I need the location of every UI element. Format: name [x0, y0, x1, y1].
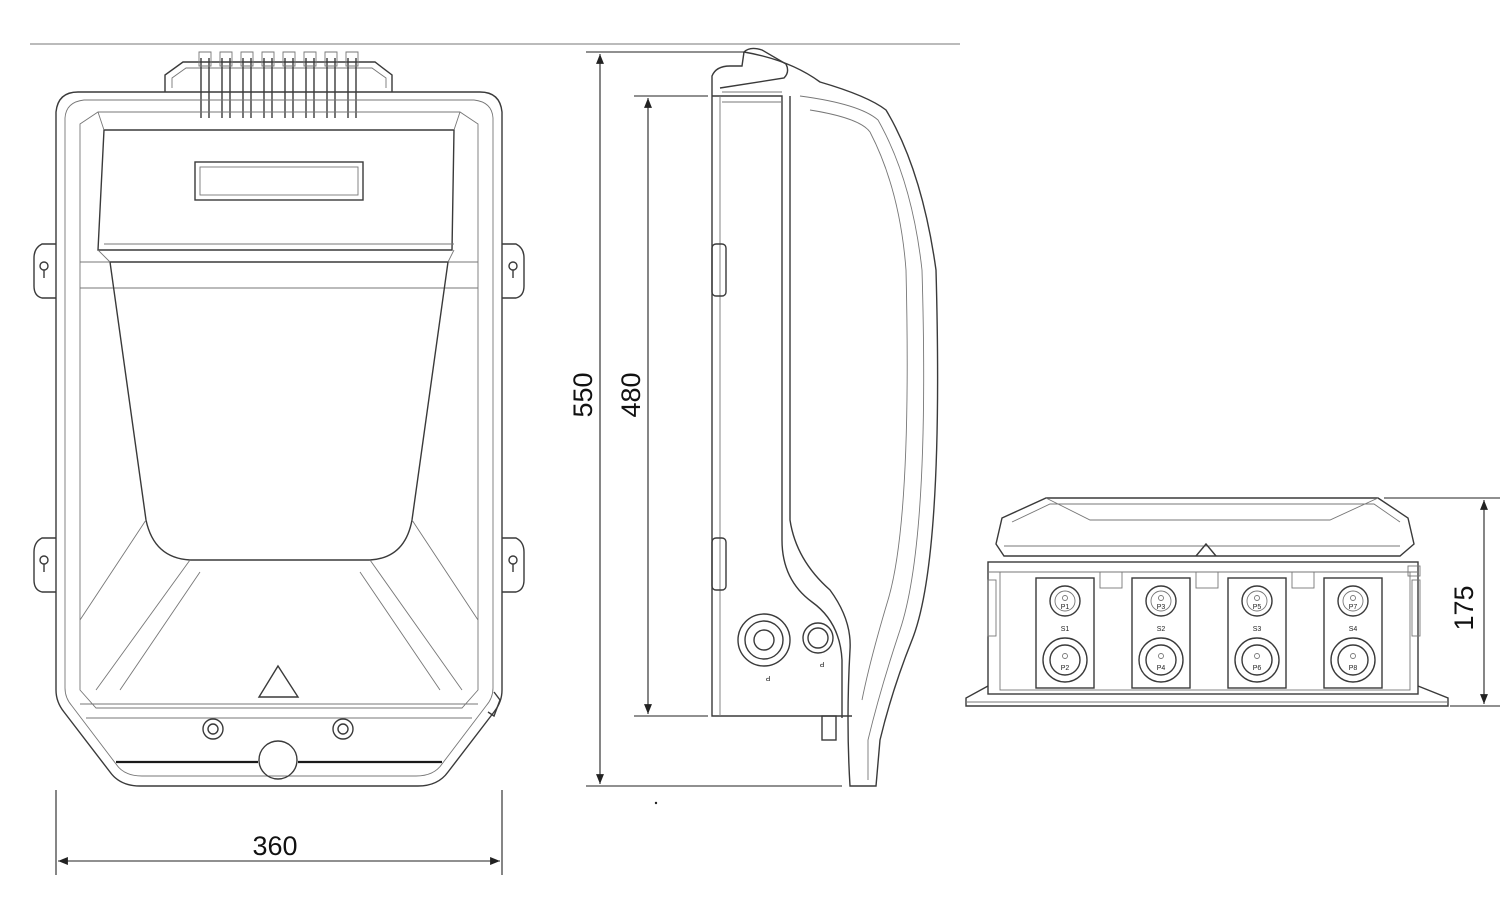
warning-triangle-icon	[257, 664, 300, 698]
lock-knob	[258, 740, 298, 780]
slot-label: S1	[1061, 626, 1070, 633]
port-label: P1	[1061, 604, 1070, 611]
front-view: 360	[30, 43, 960, 875]
depth-dimension-label: 175	[1449, 585, 1479, 630]
port-label: P4	[1157, 665, 1166, 672]
label-window	[194, 161, 364, 201]
mounting-lugs	[33, 243, 525, 718]
side-port-label-1: P	[765, 674, 770, 681]
depth-dimension: 175	[1384, 497, 1500, 707]
width-dimension: 360	[55, 790, 503, 875]
slot-label: S2	[1157, 626, 1166, 633]
comb-tooth	[326, 58, 336, 118]
comb-tooth	[347, 58, 357, 118]
comb-tooth	[200, 58, 210, 118]
cable-comb	[164, 51, 393, 118]
side-port-small	[802, 622, 834, 654]
height-body-label: 480	[616, 372, 646, 417]
width-dimension-label: 360	[252, 831, 297, 861]
port-label: P6	[1253, 665, 1262, 672]
side-lid-outline	[743, 51, 939, 787]
height-total-dimension: 550	[568, 51, 842, 787]
comb-tooth	[305, 58, 315, 118]
front-outer-body	[55, 91, 503, 787]
port-label: P3	[1157, 604, 1166, 611]
height-total-label: 550	[568, 372, 598, 417]
port-label: P7	[1349, 604, 1358, 611]
comb-tooth	[242, 58, 252, 118]
slot-label: S3	[1253, 626, 1262, 633]
side-view: P P 550 480	[568, 47, 939, 805]
slot-label: S4	[1349, 626, 1358, 633]
side-port-label-2: P	[819, 660, 824, 667]
height-body-dimension: 480	[616, 95, 708, 717]
comb-tooth	[263, 58, 273, 118]
port-label: P2	[1061, 665, 1070, 672]
side-port-large	[737, 613, 791, 667]
comb-tooth	[221, 58, 231, 118]
port-label: P8	[1349, 665, 1358, 672]
port-label: P5	[1253, 604, 1262, 611]
comb-tooth	[284, 58, 294, 118]
